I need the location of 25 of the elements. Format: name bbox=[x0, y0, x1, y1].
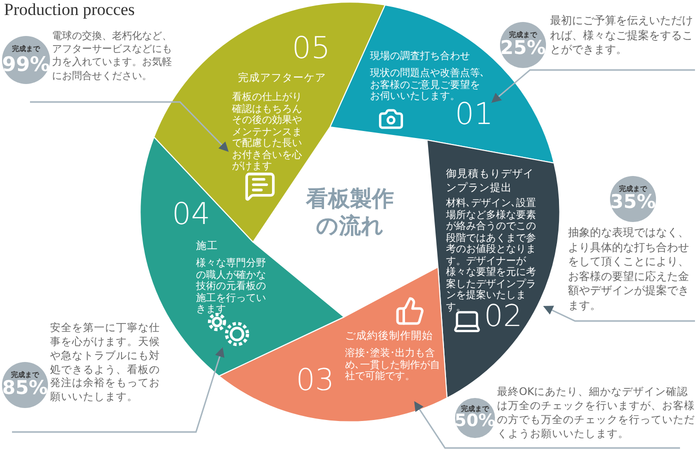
leader-line bbox=[543, 306, 695, 322]
step-description: 様々な専門分野の職人が確かな技術の元看板の施工を行っていきます bbox=[196, 258, 267, 316]
callout-text: 最終OKにあたり、細かなデザイン確認は万全のチェックを行いますが、お客様の方でも万全のチェックを行っていただくようお願いいたします。 bbox=[497, 386, 696, 442]
callout-text: 電球の交換、老朽化など、アフターサービスなどにも力を入れています。お気軽にお問合せください。 bbox=[52, 30, 173, 83]
step-title: 現場の調査打ち合わせ bbox=[370, 50, 471, 63]
leader-line bbox=[12, 347, 224, 433]
leader-line bbox=[414, 401, 680, 449]
center-heading: 看板製作の流れ bbox=[304, 186, 395, 241]
callout-text: 安全を第一に丁寧な仕事を心がけます。天候や急なトラブルにも対処できるよう、看板の発注は余裕をもってお願いいたします。 bbox=[50, 322, 161, 406]
step-title: 御見積もりデザインプラン提出 bbox=[446, 168, 535, 196]
step-number: 04 bbox=[172, 200, 210, 230]
callout-text: 最初にご予算を伝えいただければ、様々なご提案をすることができます。 bbox=[550, 14, 694, 58]
step-description: 看板の仕上がり確認はもちろんその後の効果やメンテナンスまで配慮した長いお付き合いを心がけます bbox=[232, 92, 302, 172]
diagram-title: Production procces bbox=[4, 0, 135, 20]
step-title: ご成約後制作開始 bbox=[345, 330, 434, 344]
step-number: 05 bbox=[292, 34, 330, 64]
callout-text: 抽象的な表現ではなく、より具体的な打ち合わせをして頂くことにより、お客様の要望に応えた金額やデザインが提案できます。 bbox=[568, 226, 690, 314]
step-title: 完成アフターケア bbox=[238, 72, 327, 86]
step-description: 現状の問題点や改善点等､お客様のご意見ご要望をお伺いいたします。 bbox=[370, 68, 485, 102]
leader-line bbox=[491, 69, 695, 103]
step-title: 施工 bbox=[196, 240, 219, 254]
step-number: 03 bbox=[296, 366, 334, 396]
step-description: 溶接･塗装･出力も含め､一貫した制作が自社で可能です。 bbox=[345, 348, 441, 382]
leader-line bbox=[30, 101, 229, 152]
step-number: 01 bbox=[455, 100, 494, 130]
